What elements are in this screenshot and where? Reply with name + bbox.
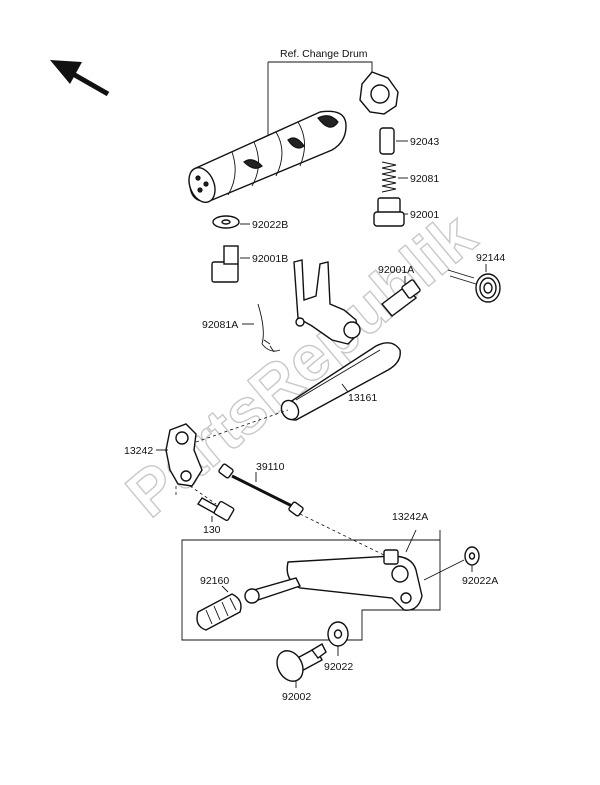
washer-92022a: 92022A xyxy=(423,546,498,587)
assembly-box-13242a xyxy=(181,530,441,641)
spring-92144: 92144 xyxy=(447,252,505,303)
washer-92022: 92022 xyxy=(324,621,353,673)
spring-92081: 92081 xyxy=(381,161,439,193)
label-92144: 92144 xyxy=(476,252,505,264)
lever-13242: 13242 xyxy=(124,423,203,487)
bolt-92002: 92002 xyxy=(276,643,327,703)
watermark-text: PartsRepublik xyxy=(113,199,489,531)
label-92043: 92043 xyxy=(410,136,439,148)
label-92022a: 92022A xyxy=(462,575,498,587)
label-13242: 13242 xyxy=(124,445,153,457)
label-130: 130 xyxy=(203,524,221,536)
label-92001: 92001 xyxy=(410,209,439,221)
label-13161: 13161 xyxy=(348,392,377,404)
direction-arrow-icon xyxy=(50,60,110,97)
tie-rod-39110: 39110 xyxy=(218,461,304,517)
label-13242a: 13242A xyxy=(392,511,428,523)
label-39110: 39110 xyxy=(256,461,285,473)
washer-92022b: 92022B xyxy=(212,215,288,231)
label-92001b: 92001B xyxy=(252,253,288,265)
stud-92001a: 92001A xyxy=(378,264,421,317)
cam-plate xyxy=(359,71,399,115)
bolt-130: 130 xyxy=(196,497,235,536)
spring-92081a: 92081A xyxy=(202,303,281,353)
change-drum xyxy=(188,110,347,203)
label-92022: 92022 xyxy=(324,661,353,673)
bolt-92001: 92001 xyxy=(373,197,439,227)
shift-shaft-13161: 13161 xyxy=(280,259,401,421)
dashed-leaders xyxy=(175,409,387,557)
pin-92043: 92043 xyxy=(379,127,439,155)
watermark: PartsRepublik xyxy=(112,198,490,531)
bolt-92001b: 92001B xyxy=(211,245,288,283)
label-92022b: 92022B xyxy=(252,219,288,231)
label-92081a: 92081A xyxy=(202,319,238,331)
label-92002: 92002 xyxy=(282,691,311,703)
label-92001a: 92001A xyxy=(378,264,414,276)
pedal-lever-13242a: 13242A xyxy=(244,511,428,611)
label-92160: 92160 xyxy=(200,575,229,587)
ref-change-drum-label: Ref. Change Drum xyxy=(280,48,368,60)
label-92081: 92081 xyxy=(410,173,439,185)
rubber-92160: 92160 xyxy=(196,575,242,631)
